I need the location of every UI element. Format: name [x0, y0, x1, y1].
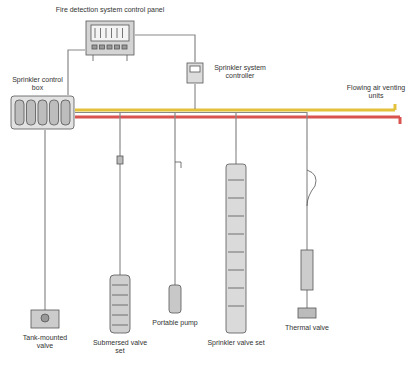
pipe-connector — [44, 130, 45, 300]
thermal-illustration — [292, 150, 322, 320]
device-label: Tank-mounted valve — [15, 334, 75, 350]
long-illustration — [108, 150, 132, 335]
pipe-connector — [75, 113, 236, 151]
device-label: Sprinkler system controller — [210, 64, 270, 80]
ctrl-device: Sprinkler system controller — [186, 62, 204, 84]
device-label: Sprinkler control box — [10, 76, 65, 92]
red-pipe-end — [399, 117, 402, 124]
panel-device: Fire detection system control panel — [85, 20, 135, 62]
yellow-pipe-end — [394, 104, 397, 110]
device-label: Submersed valve set — [90, 339, 150, 355]
column-device: Sprinkler valve set — [223, 150, 249, 335]
device-label: Sprinkler valve set — [206, 339, 266, 347]
pipe-connector — [75, 113, 307, 151]
column-illustration — [223, 150, 249, 335]
pipe-label: Flowing air venting units — [345, 84, 407, 100]
device-label: Thermal valve — [277, 324, 337, 332]
tank-illustration — [10, 95, 75, 130]
device-label: Fire detection system control panel — [45, 6, 175, 14]
long-device: Submersed valve set — [108, 150, 132, 335]
pipe-connector — [135, 35, 195, 62]
pump-illustration — [165, 150, 185, 315]
pipe-connector — [68, 50, 85, 95]
thermal-device: Thermal valve — [292, 150, 322, 320]
tank-device: Sprinkler control box — [10, 95, 75, 130]
pipe-connector — [75, 113, 175, 151]
device-label: Portable pump — [145, 319, 205, 327]
pump-device: Portable pump — [165, 150, 185, 315]
pipe-connector — [75, 113, 120, 151]
yellow-pipe — [75, 109, 395, 112]
panel-illustration — [85, 20, 135, 62]
valve-illustration — [25, 300, 65, 330]
valve-device: Tank-mounted valve — [25, 300, 65, 330]
controller-drop — [195, 84, 196, 109]
red-pipe — [75, 116, 400, 119]
ctrl-illustration — [186, 62, 204, 84]
